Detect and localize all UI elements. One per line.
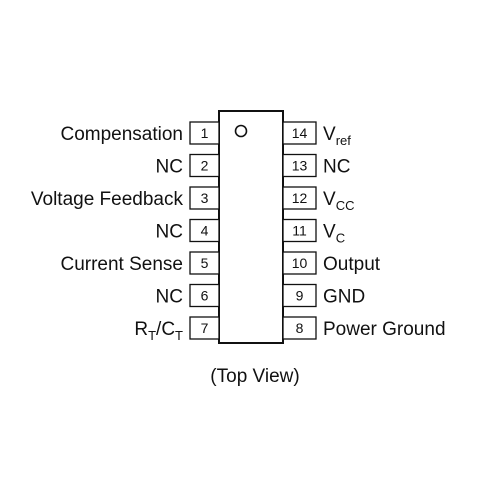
pin-10: 10 Output [282, 251, 381, 275]
pin-14-box [282, 121, 317, 145]
pin-11: 11 VC [282, 218, 345, 246]
pin-9-box [282, 283, 317, 308]
pin-2-box [189, 153, 220, 178]
pin-4-number: 4 [201, 223, 209, 239]
pin-12-number: 12 [292, 190, 308, 206]
pin-14-number: 14 [292, 125, 308, 141]
pin-3: 3 Voltage Feedback [31, 186, 220, 210]
pin-13: 13 NC [282, 153, 350, 178]
pin-9-label: GND [323, 287, 365, 308]
ic-package-body [218, 110, 284, 344]
pin-10-label: Output [323, 254, 381, 275]
pin-7-box [189, 316, 220, 340]
pin-4-box [189, 218, 220, 243]
pin-13-label: NC [323, 157, 350, 178]
pin-14: 14 Vref [282, 121, 351, 148]
pin-5-number: 5 [201, 255, 209, 271]
diagram-caption: (Top View) [210, 366, 299, 387]
pin-14-label: Vref [323, 124, 351, 148]
pin-12: 12 VCC [282, 186, 354, 213]
pin-5-label: Current Sense [60, 254, 183, 275]
pin-2: 2 NC [156, 153, 220, 178]
pin-6-label: NC [156, 287, 183, 308]
pin-11-box [282, 218, 317, 243]
pin-9-number: 9 [296, 288, 304, 304]
pin-4-label: NC [156, 222, 183, 243]
pin-5-box [189, 251, 220, 275]
pin-8-label: Power Ground [323, 319, 446, 340]
pin-3-label: Voltage Feedback [31, 189, 184, 210]
pin-1-box [189, 121, 220, 145]
pin-7-label: RT/CT [134, 319, 183, 343]
pin1-marker-dot [234, 124, 248, 138]
pin-2-label: NC [156, 157, 183, 178]
pin-11-number: 11 [292, 223, 307, 239]
pin-1: 1 Compensation [60, 121, 220, 145]
pin-6-box [189, 283, 220, 308]
pin-7: 7 RT/CT [134, 316, 220, 343]
pin-8: 8 Power Ground [282, 316, 446, 340]
pin-10-box [282, 251, 317, 275]
right-pin-column: 14 Vref 13 NC 12 VCC 11 VC 10 Output 9 GND 8 Power Gr… [282, 121, 446, 340]
pin-6: 6 NC [156, 283, 220, 308]
pin-3-number: 3 [201, 190, 209, 206]
pin-7-number: 7 [201, 320, 209, 336]
pin-8-number: 8 [296, 320, 304, 336]
pin-6-number: 6 [201, 288, 209, 304]
pin-10-number: 10 [292, 255, 308, 271]
pin-13-number: 13 [292, 158, 308, 174]
pin-3-box [189, 186, 220, 210]
pin-12-label: VCC [323, 189, 354, 213]
pin-11-label: VC [323, 222, 345, 246]
pin-4: 4 NC [156, 218, 220, 243]
pin-1-number: 1 [201, 125, 209, 141]
pin-8-box [282, 316, 317, 340]
pin-1-label: Compensation [60, 124, 183, 145]
pin-9: 9 GND [282, 283, 365, 308]
pin-13-box [282, 153, 317, 178]
pin-5: 5 Current Sense [60, 251, 220, 275]
pin-12-box [282, 186, 317, 210]
pin-2-number: 2 [201, 158, 209, 174]
